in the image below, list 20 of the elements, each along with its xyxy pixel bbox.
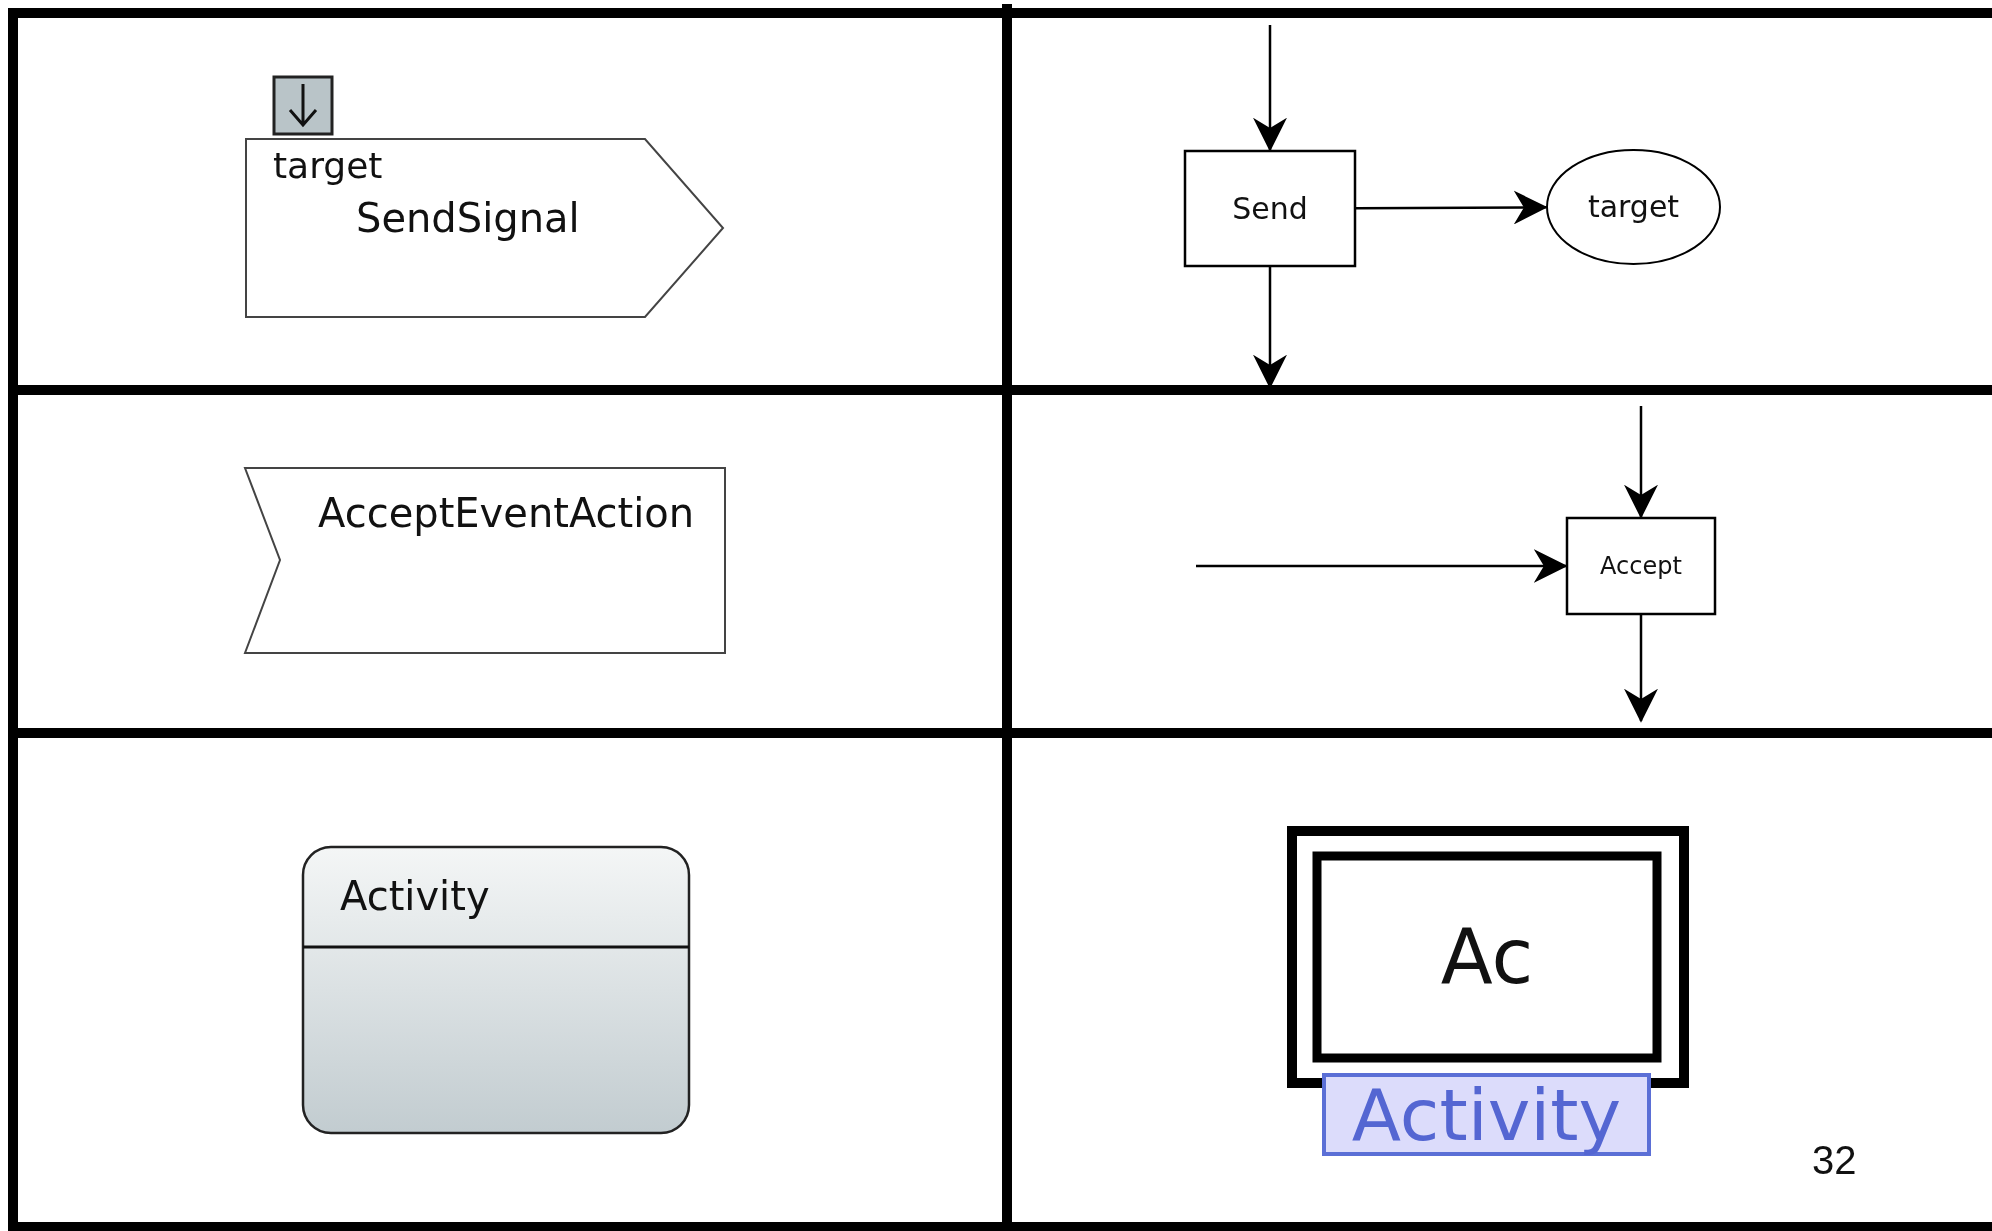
- activity-label: [1322, 1073, 1651, 1156]
- process-box: [1184, 150, 1356, 267]
- node-label: Ac: [1440, 919, 1534, 995]
- arrow: [1624, 615, 1658, 723]
- arrow: [1253, 25, 1287, 152]
- arrow: [1196, 549, 1568, 583]
- pin-label: target: [273, 148, 383, 184]
- inner-box: [1312, 851, 1662, 1063]
- node-label: target: [1587, 192, 1680, 222]
- ellipse-node: [1546, 149, 1721, 265]
- node-label: Accept: [1600, 554, 1682, 578]
- outer-frame: [1287, 826, 1689, 1088]
- arrow: [1624, 406, 1658, 519]
- process-box: [1566, 517, 1716, 615]
- activity-shape: [302, 846, 690, 1134]
- page-number: 32: [1812, 1140, 1857, 1180]
- send-signal-shape: [245, 138, 724, 318]
- node-label: Send: [1232, 193, 1308, 224]
- arrow: [1356, 190, 1548, 225]
- accept-event-shape: [244, 467, 726, 654]
